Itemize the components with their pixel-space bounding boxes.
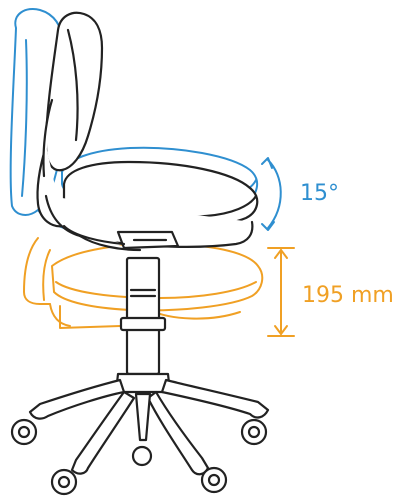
height-dimension-arrow (267, 247, 295, 337)
tilt-arrow (261, 157, 282, 231)
chair-base (10, 256, 270, 496)
seat (44, 160, 259, 252)
height-range-label: 195 mm (302, 283, 394, 308)
tilt-angle-label: 15° (300, 181, 339, 206)
backrest (36, 11, 104, 228)
